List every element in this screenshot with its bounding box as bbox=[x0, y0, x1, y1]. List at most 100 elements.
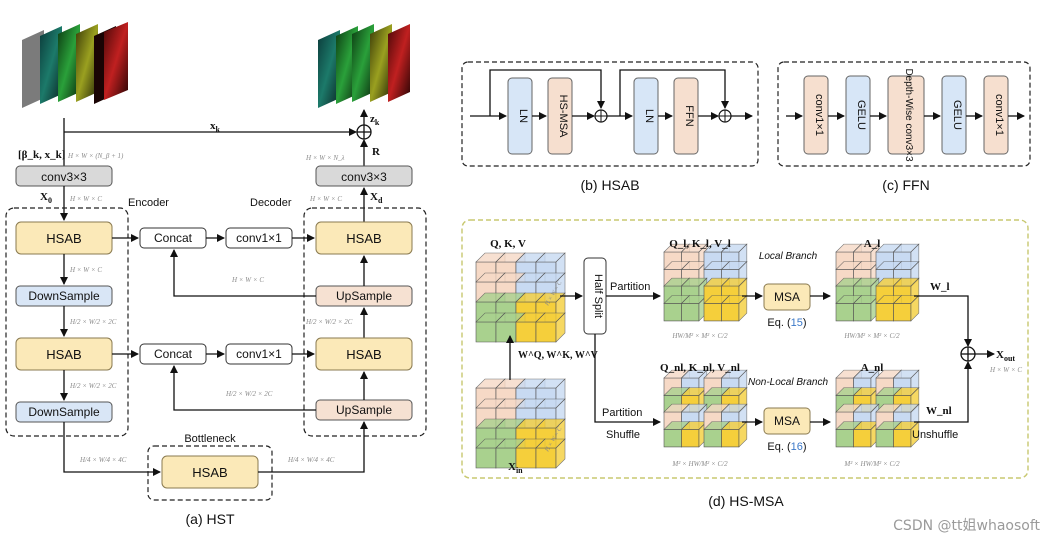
dec-hsab-1-label: HSAB bbox=[346, 231, 381, 246]
dec-hsab-2 bbox=[315, 337, 413, 371]
xk-label: xk bbox=[210, 120, 221, 134]
nonlocal-dim: M² × HW/M² × C/2 bbox=[671, 460, 728, 468]
qnl-block-3-cell bbox=[720, 420, 748, 448]
hsab-ffn-label: FFN bbox=[683, 105, 695, 126]
ql-block-3-cell bbox=[720, 294, 748, 322]
encoder-label: Encoder bbox=[128, 197, 169, 209]
enc-hsab-1-label: HSAB bbox=[46, 231, 81, 246]
partition-label: Partition bbox=[610, 281, 650, 293]
dim-8: H/4 × W/4 × 4C bbox=[287, 456, 335, 464]
dec-hsab-2-label: HSAB bbox=[346, 347, 381, 362]
partition-label-2: Partition bbox=[602, 407, 642, 419]
x0-dim: H × W × C bbox=[69, 195, 102, 203]
r-label: R bbox=[372, 146, 381, 158]
ffn-conv1x1-a bbox=[803, 75, 829, 155]
decoder-label: Decoder bbox=[250, 197, 292, 209]
panel-a-hst: xk zk R H × W × N_λ [β_k, x_k] H × W × (… bbox=[5, 22, 427, 527]
unshuffle-label: Unshuffle bbox=[912, 429, 958, 441]
al-dim: HW/M² × M² × C/2 bbox=[843, 332, 900, 340]
eq16-label: Eq. (16) bbox=[767, 441, 806, 453]
ffn-gelu-a-label: GELU bbox=[855, 100, 867, 130]
xin-grid-cell bbox=[535, 438, 566, 469]
local-branch-label: Local Branch bbox=[759, 251, 818, 262]
qnl-label: Q_nl, K_nl, V_nl bbox=[660, 362, 740, 374]
shuffle-label: Shuffle bbox=[606, 429, 640, 441]
xin-label: Xin bbox=[508, 461, 523, 475]
ql-label: Q_l, K_l, V_l bbox=[669, 238, 731, 250]
conv-out-box bbox=[315, 165, 413, 187]
hsab-ln-2-label: LN bbox=[643, 109, 655, 123]
zk-label: zk bbox=[370, 113, 380, 127]
msa-nonlocal-label: MSA bbox=[774, 414, 800, 428]
panel-b-caption: (b) HSAB bbox=[580, 177, 639, 193]
xout-dim: H × W × C bbox=[989, 366, 1022, 374]
al-block-3-cell bbox=[892, 294, 920, 322]
conv1x1-2-label: conv1×1 bbox=[236, 347, 282, 361]
xd-dim: H × W × C bbox=[309, 195, 342, 203]
ffn-gelu-b-label: GELU bbox=[951, 100, 963, 130]
watermark: CSDN @tt姐whaosoft bbox=[893, 518, 1040, 534]
panel-b-hsab: LN HS-MSA LN FFN (b) HSAB bbox=[461, 61, 759, 193]
input-dim: H × W × (N_β + 1) bbox=[67, 152, 124, 160]
enc-downsample-1-label: DownSample bbox=[28, 289, 100, 303]
dim-3: H/2 × W/2 × 2C bbox=[69, 382, 117, 390]
x0-label: X0 bbox=[40, 191, 52, 205]
concat-2-label: Concat bbox=[154, 347, 193, 361]
ql-block-2-cell bbox=[680, 294, 708, 322]
msa-nonlocal-box bbox=[763, 407, 811, 435]
panel-c-ffn: conv1×1 GELU Depth-Wise conv3×3 GELU con… bbox=[777, 61, 1031, 193]
enc-hsab-2-label: HSAB bbox=[46, 347, 81, 362]
concat-1-label: Concat bbox=[154, 231, 193, 245]
ffn-dwconv bbox=[887, 75, 925, 155]
dec-upsample-2-label: UpSample bbox=[336, 403, 392, 417]
dec-upsample-1-label: UpSample bbox=[336, 289, 392, 303]
panel-d-frame bbox=[461, 219, 1029, 479]
ffn-conv1x1-a-label: conv1×1 bbox=[813, 94, 825, 136]
ffn-conv1x1-b bbox=[983, 75, 1009, 155]
decoder-region bbox=[303, 207, 427, 437]
ffn-dwconv-label: Depth-Wise conv3×3 bbox=[903, 68, 914, 162]
conv-out-label: conv3×3 bbox=[341, 170, 387, 184]
hsab-ln-1-label: LN bbox=[517, 109, 529, 123]
output-dim: H × W × N_λ bbox=[305, 154, 345, 162]
output-spectral-stack bbox=[318, 24, 410, 108]
dim-6: H/2 × W/2 × 2C bbox=[225, 390, 273, 398]
encoder-region bbox=[5, 207, 129, 437]
panel-d-hs-msa: Q, K, V H × W × C W^Q, W^K, W^V Xin H × … bbox=[461, 219, 1029, 509]
wl-label: W_l bbox=[930, 281, 950, 293]
qnl-block-2-cell bbox=[680, 420, 708, 448]
enc-downsample-2-label: DownSample bbox=[28, 405, 100, 419]
input-spectral-stack bbox=[22, 22, 128, 108]
anl-block-2-cell bbox=[852, 420, 880, 448]
ffn-gelu-b bbox=[941, 75, 967, 155]
msa-local-box bbox=[763, 283, 811, 311]
dim-7: H/4 × W/4 × 4C bbox=[79, 456, 127, 464]
msa-local-label: MSA bbox=[774, 290, 800, 304]
anl-block-3-cell bbox=[892, 420, 920, 448]
eq15-label: Eq. (15) bbox=[767, 317, 806, 329]
qkv-grid-cell bbox=[535, 312, 566, 343]
dec-hsab-1 bbox=[315, 221, 413, 255]
dim-5: H × W × C bbox=[231, 276, 264, 284]
panel-a-caption: (a) HST bbox=[186, 511, 235, 527]
qkv-label: Q, K, V bbox=[490, 238, 526, 250]
ffn-gelu-a bbox=[845, 75, 871, 155]
dim-4: H/2 × W/2 × 2C bbox=[305, 318, 353, 326]
xd-label: Xd bbox=[370, 191, 383, 205]
half-split-label: Half Split bbox=[592, 274, 604, 318]
xout-label: Xout bbox=[996, 349, 1015, 363]
bottleneck-region bbox=[147, 445, 273, 501]
dim-1: H × W × C bbox=[69, 266, 102, 274]
bottleneck-label: Bottleneck bbox=[184, 433, 236, 445]
nonlocal-branch-label: Non-Local Branch bbox=[748, 377, 828, 388]
panel-d-caption: (d) HS-MSA bbox=[708, 493, 784, 509]
conv-in-label: conv3×3 bbox=[41, 170, 87, 184]
local-dim: HW/M² × M² × C/2 bbox=[671, 332, 728, 340]
wnl-label: W_nl bbox=[926, 405, 952, 417]
conv1x1-1-label: conv1×1 bbox=[236, 231, 282, 245]
ffn-conv1x1-b-label: conv1×1 bbox=[993, 94, 1005, 136]
panel-c-caption: (c) FFN bbox=[882, 177, 929, 193]
bottleneck-hsab-label: HSAB bbox=[192, 465, 227, 480]
dim-2: H/2 × W/2 × 2C bbox=[69, 318, 117, 326]
